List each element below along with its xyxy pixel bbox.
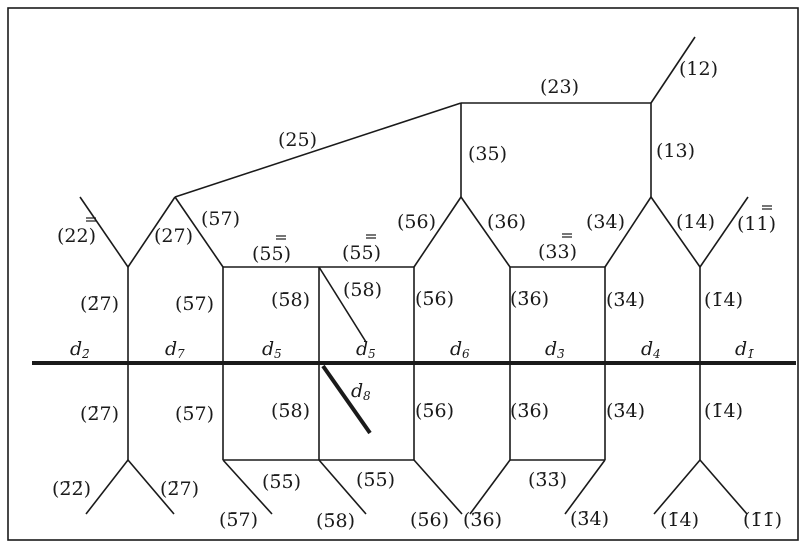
svg-text:(5̄8): (5̄8): [271, 289, 310, 311]
svg-text:(5̄8): (5̄8): [316, 510, 355, 532]
edge-11: [699, 196, 749, 268]
svg-text:(3̄6): (3̄6): [510, 400, 549, 422]
svg-text:(1̄4): (1̄4): [704, 400, 743, 422]
lower-edges: [85, 459, 748, 515]
label-14: (14): [676, 211, 715, 233]
svg-text:(5̄5̄): (5̄5̄): [262, 471, 301, 493]
svg-text:(3̄4): (3̄4): [606, 289, 645, 311]
svg-text:(2̄7): (2̄7): [160, 478, 199, 500]
label-34: (34): [586, 211, 625, 233]
svg-text:8: 8: [363, 389, 371, 403]
edge-25: [174, 102, 462, 198]
svg-text:1̄: 1̄: [747, 347, 755, 361]
upper-vertical-labels: (2̄7) (5̄7) (5̄8) (5̄6) (3̄6) (3̄4) (1̄4…: [80, 288, 743, 315]
svg-text:(5̄5̄): (5̄5̄): [356, 469, 395, 491]
label-55a: (55): [252, 243, 291, 265]
edge-58-upper: [318, 266, 367, 343]
svg-text:d: d: [351, 380, 363, 402]
edge-34: [604, 196, 652, 268]
svg-text:(5̄7): (5̄7): [175, 403, 214, 425]
svg-text:(3̄4): (3̄4): [606, 400, 645, 422]
svg-text:d: d: [70, 338, 82, 360]
svg-text:(2̄7): (2̄7): [80, 403, 119, 425]
svg-text:(3̄3̄): (3̄3̄): [528, 469, 567, 491]
lower-vertical-labels: (2̄7) (5̄7) (5̄8) (5̄6) (3̄6) (3̄4) (1̄4…: [80, 400, 743, 425]
bottom-labels: (2̄2̄) (2̄7) (5̄5̄) (5̄5̄) (3̄3̄) (5̄7) …: [52, 469, 782, 532]
label-58: (58): [343, 279, 382, 301]
label-33: (33): [538, 241, 577, 263]
edge-12: [650, 36, 696, 104]
edge-36: [460, 196, 511, 268]
label-13: (13): [656, 140, 695, 162]
svg-text:(1̄4): (1̄4): [704, 289, 743, 311]
edge-57: [174, 196, 224, 268]
svg-text:(5̄8): (5̄8): [271, 400, 310, 422]
edge-56: [413, 196, 462, 268]
svg-text:6: 6: [462, 347, 470, 361]
svg-text:(5̄7): (5̄7): [219, 509, 258, 531]
svg-text:5̄: 5̄: [274, 347, 282, 361]
label-35: (35): [468, 143, 507, 165]
svg-text:(2̄2̄): (2̄2̄): [52, 478, 91, 500]
svg-text:(5̄7): (5̄7): [175, 293, 214, 315]
svg-text:d: d: [356, 338, 368, 360]
svg-text:d: d: [641, 338, 653, 360]
svg-text:(2̄7): (2̄7): [80, 293, 119, 315]
svg-text:(5̄6): (5̄6): [415, 400, 454, 422]
upper-edges: [79, 36, 749, 343]
svg-text:d: d: [450, 338, 462, 360]
edge-22: [79, 196, 129, 268]
border: [7, 7, 799, 541]
svg-text:d: d: [545, 338, 557, 360]
svg-text:d: d: [262, 338, 274, 360]
svg-text:(3̄6): (3̄6): [510, 288, 549, 310]
label-27: (27): [154, 225, 193, 247]
label-2bb2: (22): [57, 225, 96, 247]
vertical-edges: [127, 267, 701, 460]
svg-text:(5̄6): (5̄6): [410, 509, 449, 531]
edge-14: [650, 196, 701, 268]
label-25: (25): [278, 129, 317, 151]
label-1bb1: (11): [737, 213, 776, 235]
svg-text:2̄: 2̄: [81, 347, 90, 361]
svg-text:3̄: 3̄: [557, 347, 565, 361]
label-56: (56): [397, 211, 436, 233]
svg-text:(1̄1̄): (1̄1̄): [743, 509, 782, 531]
svg-text:(3̄4): (3̄4): [570, 508, 609, 530]
svg-text:4: 4: [652, 347, 661, 361]
label-57: (57): [201, 208, 240, 230]
svg-text:7: 7: [177, 347, 185, 361]
label-12: (12): [679, 58, 718, 80]
svg-text:(5̄6): (5̄6): [415, 288, 454, 310]
label-23: (23): [540, 76, 579, 98]
svg-text:(1̄4): (1̄4): [660, 509, 699, 531]
label-55b: (55): [342, 242, 381, 264]
label-36: (36): [487, 211, 526, 233]
svg-text:d: d: [165, 338, 177, 360]
svg-text:(3̄6): (3̄6): [463, 509, 502, 531]
svg-text:5̄: 5̄: [368, 347, 376, 361]
d8-segment: [321, 364, 372, 435]
svg-text:d: d: [735, 338, 747, 360]
edge-27: [127, 196, 176, 268]
